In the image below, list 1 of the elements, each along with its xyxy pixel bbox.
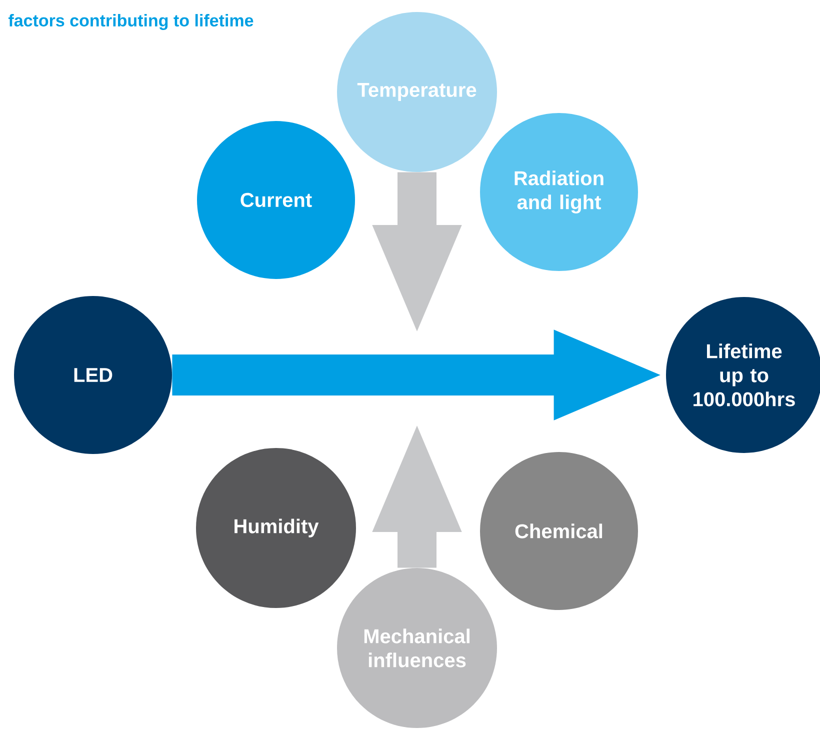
title: factors contributing to lifetime: [8, 14, 254, 30]
